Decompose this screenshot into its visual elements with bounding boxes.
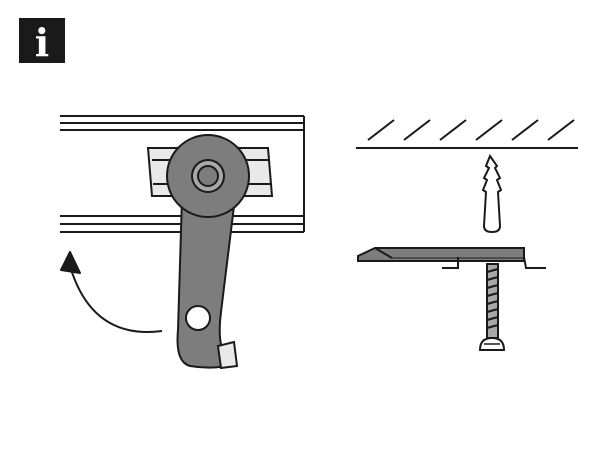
info-badge-box — [19, 18, 65, 63]
mounting-screw — [478, 263, 506, 351]
ceiling-hatching — [356, 119, 578, 149]
bracket-body — [357, 247, 525, 262]
wheel-axle — [197, 165, 219, 187]
swivel-hook-arm — [176, 196, 239, 370]
rotation-arrow — [60, 251, 163, 333]
right-panel — [356, 119, 578, 351]
hook-arm-body — [176, 196, 238, 369]
hook-hole — [185, 305, 211, 331]
hook-tip-highlight — [216, 340, 239, 370]
glider-wheel — [166, 134, 250, 218]
info-icon: i — [35, 20, 49, 65]
rotation-arrow-head — [60, 251, 81, 274]
left-panel — [60, 115, 305, 370]
info-badge: i — [19, 18, 65, 65]
wall-plug-dowel — [481, 153, 503, 234]
mounting-bracket — [357, 247, 546, 269]
